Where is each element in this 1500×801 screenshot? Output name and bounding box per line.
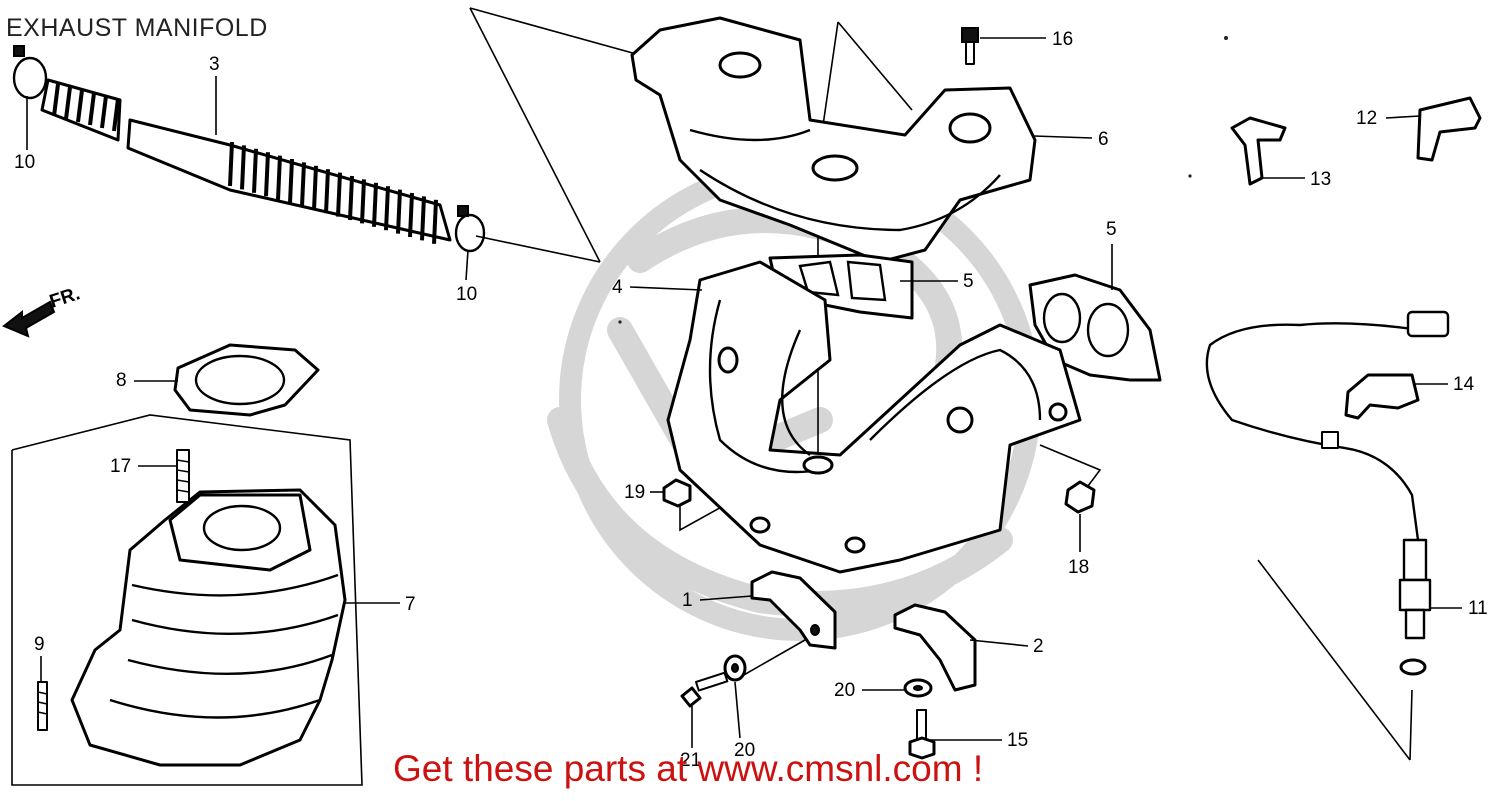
part-21-bolt	[680, 671, 729, 708]
callout-c14: 14	[1453, 374, 1475, 395]
part-15-bolt	[908, 709, 936, 760]
front-direction-arrow	[2, 300, 56, 338]
callout-c17: 17	[110, 456, 131, 477]
leader-c2	[969, 639, 1029, 647]
part-7-catalytic-converter	[70, 488, 347, 767]
part-11-oxygen-sensor	[1205, 310, 1450, 676]
direction-label: FR.	[47, 283, 83, 312]
part-20-washer-lower	[723, 654, 747, 682]
leader-c1	[699, 595, 753, 601]
callout-c20b: 20	[734, 740, 755, 761]
callout-leaders	[26, 37, 1462, 748]
part-6-heat-shield	[630, 16, 1037, 264]
part-14-clip	[1344, 373, 1420, 420]
part-16-bolt	[961, 27, 979, 65]
part-3-hose	[40, 78, 452, 244]
part-12-clip	[1416, 96, 1482, 162]
leader-c6	[1033, 135, 1093, 139]
callout-c8: 8	[116, 370, 127, 391]
callout-c19: 19	[624, 482, 645, 503]
part-20-washer-right	[903, 678, 933, 698]
part-1-bracket	[750, 570, 837, 650]
callout-c6: 6	[1098, 129, 1109, 150]
noise-specks	[618, 36, 1228, 324]
callout-c2: 2	[1033, 636, 1044, 657]
part-10-clamp-left	[12, 45, 48, 100]
callout-c11: 11	[1468, 598, 1488, 619]
callout-c4: 4	[612, 277, 623, 298]
callout-c20a: 20	[834, 680, 855, 701]
promo-link-text[interactable]: Get these parts at www.cmsnl.com !	[393, 748, 984, 789]
callout-c10a: 10	[14, 152, 35, 173]
callout-c15: 15	[1007, 730, 1028, 751]
part-2-bracket	[893, 603, 977, 692]
callout-c1: 1	[682, 590, 693, 611]
part-17-stud	[176, 449, 190, 503]
part-18-nut	[1064, 480, 1096, 514]
leader-c20b	[734, 681, 741, 739]
part-4-exhaust-manifold	[666, 260, 1082, 574]
part-8-gasket	[173, 343, 320, 417]
callout-c3: 3	[209, 54, 220, 75]
callout-c18: 18	[1068, 557, 1089, 578]
callout-c5b: 5	[1106, 219, 1117, 240]
leader-c12	[1385, 115, 1421, 119]
leader-c4	[629, 286, 703, 291]
part-13-clip	[1230, 116, 1287, 186]
part-10-clamp-right	[454, 205, 486, 253]
callout-c12: 12	[1356, 108, 1377, 129]
callout-c5a: 5	[963, 271, 974, 292]
callout-c10b: 10	[456, 284, 477, 305]
callout-c21: 21	[680, 750, 701, 771]
diagram-title: EXHAUST MANIFOLD	[6, 14, 268, 42]
callout-c16: 16	[1052, 29, 1073, 50]
callout-c13: 13	[1310, 169, 1331, 190]
callout-c9: 9	[34, 634, 45, 655]
part-9-stud	[37, 681, 48, 731]
leader-c10b	[465, 249, 469, 281]
part-19-nut	[662, 478, 692, 508]
callout-c7: 7	[405, 594, 416, 615]
